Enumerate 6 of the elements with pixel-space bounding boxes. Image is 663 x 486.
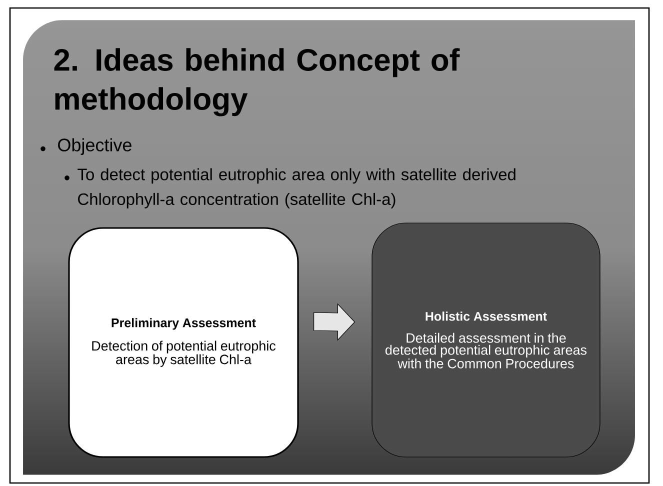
slide-title: 2. Ideas behind Concept of methodology (54, 48, 460, 116)
assessment-box: Preliminary Assessment Detection of potential eutrophic areas by satellite Chl-a (68, 227, 299, 458)
bullet-text: To detect potential eutrophic area only with satellite derived Chlorophyll-a concentration (satellite Chl-a) (78, 168, 516, 208)
block-arrow (314, 303, 356, 341)
bullet-text: Objective (58, 138, 132, 155)
assessment-box: Holistic Assessment Detailed assessment in the detected potential eutrophic areas with the Common Procedures (372, 222, 600, 458)
